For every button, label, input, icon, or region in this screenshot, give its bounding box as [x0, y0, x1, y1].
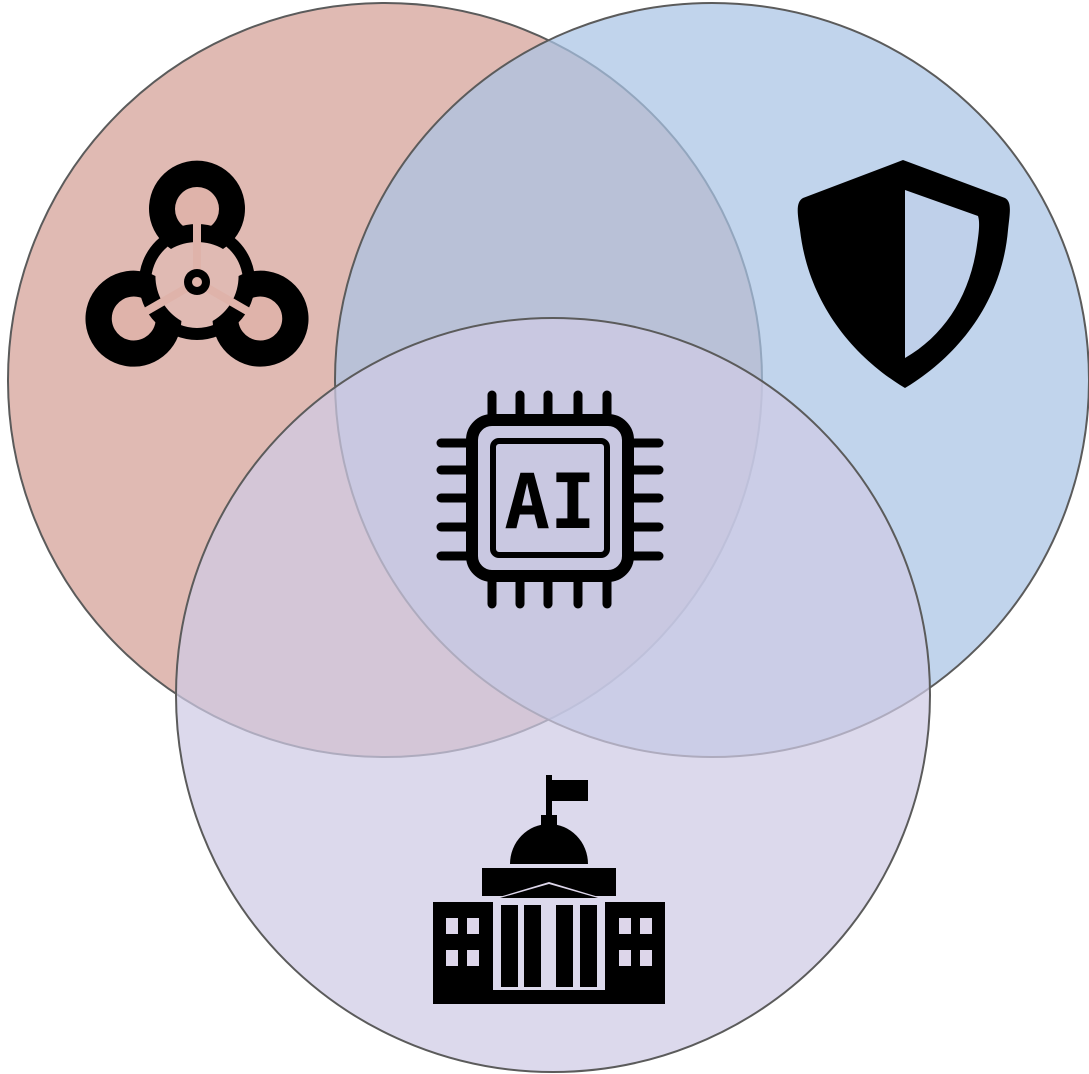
government-building-icon [433, 775, 665, 1004]
biohazard-icon [85, 160, 309, 367]
government-circle [175, 317, 931, 1073]
chip-label: AI [504, 457, 596, 546]
ai-chip-icon: AI [436, 390, 664, 609]
shield-icon [797, 160, 1010, 388]
